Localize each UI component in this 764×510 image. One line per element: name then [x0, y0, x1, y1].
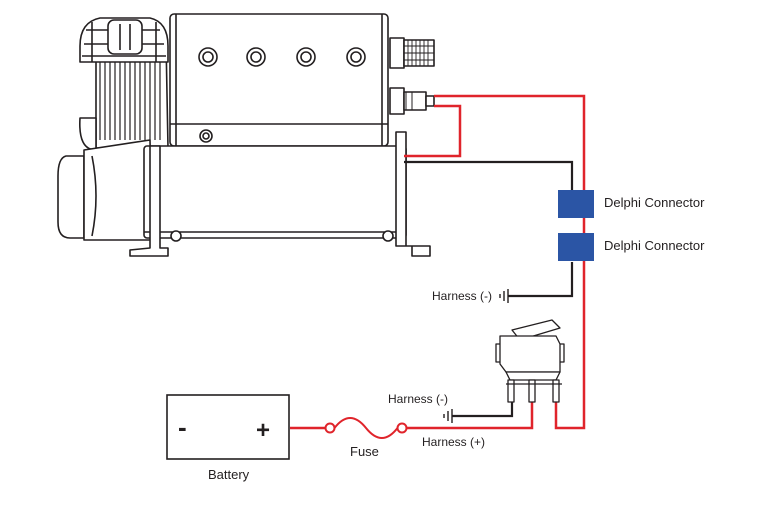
delphi-connector-1 — [558, 190, 594, 218]
delphi-connector-1-label: Delphi Connector — [604, 195, 705, 210]
compressor-icon — [57, 13, 435, 257]
ground-wires — [404, 160, 574, 418]
harness-negative-ground-label: Harness (-) — [432, 289, 492, 303]
battery-icon — [166, 394, 290, 460]
battery-label: Battery — [208, 467, 250, 482]
fuse-label: Fuse — [350, 444, 379, 459]
rocker-switch-icon — [495, 319, 565, 403]
ground-symbol-icon — [443, 409, 453, 423]
battery-plus-symbol: + — [256, 417, 270, 444]
harness-negative-switch-label: Harness (-) — [388, 392, 448, 406]
delphi-connector-2 — [558, 233, 594, 261]
battery-minus-symbol: - — [178, 412, 187, 442]
positive-wires — [290, 94, 586, 430]
ground-symbol-icon — [499, 289, 509, 303]
fuse-icon — [324, 417, 408, 439]
harness-positive-label: Harness (+) — [422, 435, 485, 449]
delphi-connector-2-label: Delphi Connector — [604, 238, 705, 253]
